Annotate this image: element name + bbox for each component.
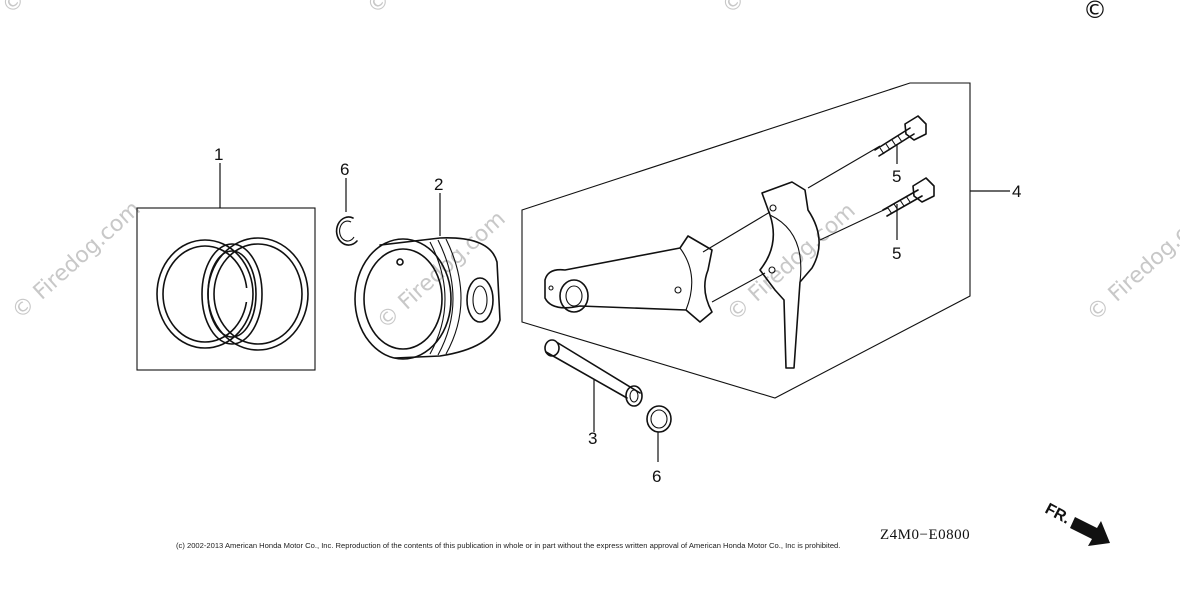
front-direction-arrow-icon (1070, 517, 1110, 546)
watermark: © Firedog.com (722, 198, 860, 326)
watermark: © Firedog.com (0, 0, 136, 19)
watermark-group: © Firedog.com © Firedog.com © Firedog.co… (0, 0, 1180, 334)
direction-label: FR. (1042, 501, 1073, 528)
watermark: © Firedog.com (362, 0, 500, 19)
callout-6-upper: 6 (340, 160, 349, 179)
corner-copyright-mark: © (1083, 0, 1107, 24)
callout-4: 4 (1012, 182, 1021, 201)
connecting-rod-bolt-upper[interactable] (874, 115, 927, 157)
connecting-rod-bolt-lower[interactable] (882, 177, 935, 217)
callout-5-upper: 5 (892, 167, 901, 186)
piston-pin-clip-upper[interactable] (335, 216, 358, 246)
copyright-notice: (c) 2002-2013 American Honda Motor Co., … (176, 541, 841, 550)
diagram-code: Z4M0−E0800 (880, 527, 971, 543)
ring-set-frame (136, 207, 316, 371)
piston-pin[interactable] (544, 339, 643, 407)
watermark: © Firedog.com (717, 0, 855, 19)
piston-ring-set[interactable] (136, 207, 316, 371)
leader-lines (219, 144, 1010, 462)
callout-1: 1 (214, 145, 223, 164)
front-direction-indicator: FR. (1042, 501, 1110, 546)
watermark: © Firedog.com (7, 196, 145, 324)
connecting-rod-assembly[interactable] (521, 82, 971, 399)
rod-assembly-frame (521, 82, 971, 399)
callout-5-lower: 5 (892, 244, 901, 263)
callout-3: 3 (588, 429, 597, 448)
callout-6-lower: 6 (652, 467, 661, 486)
callout-2: 2 (434, 175, 443, 194)
watermark: © Firedog.com (1082, 198, 1180, 326)
piston-pin-clip-lower[interactable] (646, 405, 672, 433)
piston[interactable] (354, 237, 501, 360)
